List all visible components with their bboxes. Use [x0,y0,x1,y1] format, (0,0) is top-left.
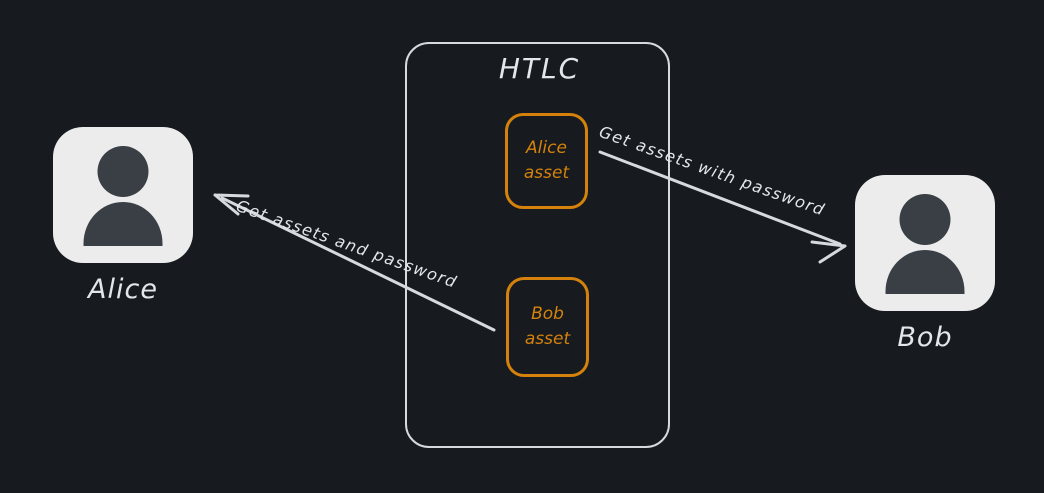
htlc-title: HTLC [498,52,581,85]
actor-alice-label: Alice [88,274,158,305]
actor-bob-label: Bob [897,322,953,353]
avatar-bob [855,175,995,311]
person-icon-body [885,250,965,294]
person-icon-body [83,202,163,246]
asset-bob-line1: Bob [531,304,564,325]
asset-bob-line2: asset [524,329,571,349]
person-icon-head [97,146,149,197]
asset-box-alice[interactable]: Alice asset [505,113,588,209]
actor-bob[interactable]: Bob [855,175,995,353]
asset-alice-line2: asset [523,163,570,183]
actor-alice[interactable]: Alice [53,127,193,305]
person-icon-head [899,194,951,245]
avatar-alice [53,127,193,263]
htlc-container: HTLC [405,42,670,448]
asset-box-bob[interactable]: Bob asset [506,277,589,377]
asset-alice-line1: Alice [526,138,567,159]
